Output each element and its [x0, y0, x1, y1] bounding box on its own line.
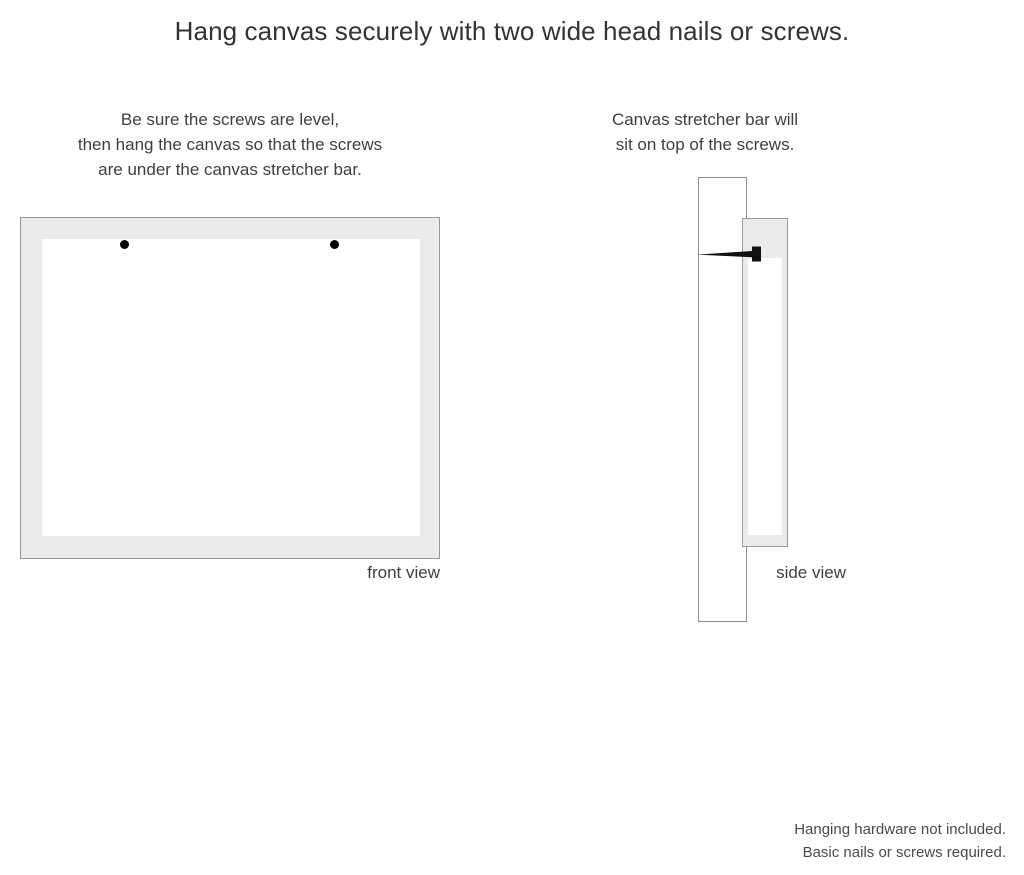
- front-view-diagram: [20, 217, 440, 559]
- footer-line-2: Basic nails or screws required.: [802, 844, 1006, 861]
- side-view-caption-line-2: sit on top of the screws.: [615, 135, 795, 154]
- nail-screw-icon: [697, 246, 761, 262]
- side-view-label: side view: [776, 563, 846, 582]
- front-view-caption-line-1: Be sure the screws are level,: [120, 110, 340, 129]
- front-view-caption-line-3: are under the canvas stretcher bar.: [98, 160, 362, 179]
- side-view-caption-line-1: Canvas stretcher bar will: [611, 110, 799, 129]
- footer-line-1: Hanging hardware not included.: [794, 821, 1006, 838]
- stretcher-bar-inner-face: [748, 258, 782, 535]
- front-view-caption-line-2: then hang the canvas so that the screws: [77, 135, 383, 154]
- front-view-label: front view: [367, 563, 440, 582]
- side-view-caption: Canvas stretcher bar will sit on top of …: [575, 107, 835, 157]
- side-view-diagram: [690, 170, 810, 640]
- screw-head-icon-right: [330, 240, 339, 249]
- canvas-face: [42, 239, 420, 536]
- wall-profile: [698, 177, 747, 622]
- front-view-caption: Be sure the screws are level, then hang …: [10, 107, 450, 182]
- page-title: Hang canvas securely with two wide head …: [174, 16, 850, 46]
- footer-note: Hanging hardware not included. Basic nai…: [586, 818, 1006, 864]
- screw-head-icon-left: [120, 240, 129, 249]
